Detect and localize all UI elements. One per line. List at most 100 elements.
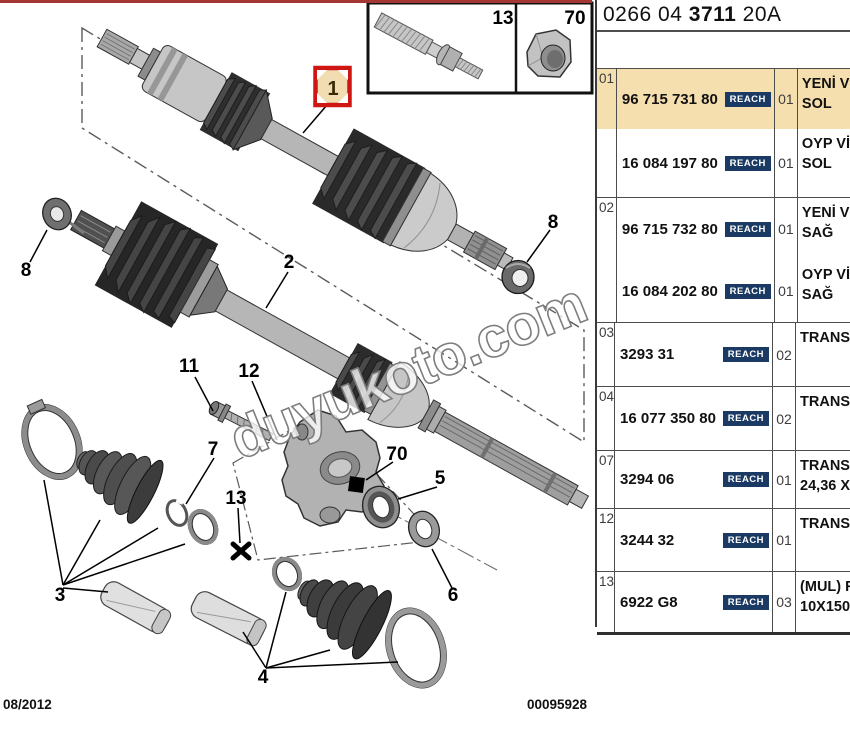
part-number: 3294 06 — [620, 471, 675, 488]
part-row[interactable]: 16 084 197 80 REACH 01 OYP Vİ SOL — [617, 129, 850, 197]
reach-badge[interactable]: REACH — [722, 594, 770, 610]
description-line2: SOL — [801, 156, 832, 172]
part-group-12: 12 3244 32 REACH 01 TRANS — [597, 508, 850, 571]
callout-11[interactable]: 11 — [179, 356, 200, 377]
part-number: 16 077 350 80 — [620, 410, 716, 427]
bolt-11 — [208, 401, 274, 442]
callout-8-right[interactable]: 8 — [548, 212, 559, 233]
reach-badge[interactable]: REACH — [722, 347, 770, 362]
quantity: 01 — [773, 260, 798, 322]
callout-8-left[interactable]: 8 — [21, 260, 32, 281]
description-line1: TRANS — [800, 330, 850, 346]
ref-number: 07 — [597, 451, 616, 508]
leader-lines — [29, 104, 551, 669]
part-row[interactable]: 96 715 732 80 REACH 01 YENİ V SAĞ — [617, 198, 850, 260]
boot-4 — [297, 579, 392, 660]
doc-code-suffix: 20A — [742, 3, 782, 26]
reach-badge[interactable]: REACH — [722, 472, 770, 487]
callout-1-highlight-box[interactable]: 1 — [313, 65, 352, 108]
description-line1: TRANS — [800, 458, 850, 474]
reach-badge[interactable]: REACH — [722, 411, 770, 426]
description-line2: 10X150 — [800, 599, 850, 615]
quantity: 01 — [772, 509, 797, 571]
reach-badge[interactable]: REACH — [724, 283, 771, 299]
doc-code-prefix: 0266 04 — [603, 3, 683, 26]
ref-number: 04 — [597, 387, 616, 450]
callout-2[interactable]: 2 — [284, 252, 295, 273]
quantity: 02 — [772, 387, 797, 450]
ref-number: 13 — [597, 572, 616, 632]
callout-5[interactable]: 5 — [435, 468, 446, 489]
description-line1: TRANS — [800, 394, 850, 410]
drive-shaft-1-drawing — [96, 28, 514, 271]
part-number: 96 715 732 80 — [621, 220, 718, 238]
doc-code-main: 3711 — [688, 3, 737, 26]
description-line1: OYP Vİ — [801, 136, 850, 152]
inset-nut-figure — [526, 29, 572, 78]
part-number: 3293 31 — [620, 346, 675, 363]
grease-sachet-2 — [190, 591, 267, 647]
ref-number: 01 — [597, 69, 617, 197]
reach-badge[interactable]: REACH — [724, 91, 771, 107]
exploded-diagram: 2 3 4 5 6 7 8 8 11 12 13 70 1 — [21, 1, 596, 689]
inset-stud-figure — [373, 12, 484, 80]
description-line2: SAĞ — [801, 225, 834, 241]
ref-number: 03 — [597, 323, 616, 386]
description-line1: (MUL) F — [800, 579, 850, 595]
description-line1: YENİ V — [801, 205, 850, 221]
callout-70[interactable]: 70 — [386, 444, 407, 465]
reach-badge[interactable]: REACH — [724, 155, 771, 171]
quantity: 01 — [773, 129, 798, 197]
callout-7[interactable]: 7 — [208, 439, 219, 460]
clamp-large-4 — [385, 607, 447, 689]
document-code: 0266 04 3711 20A — [603, 3, 782, 27]
ref-number: 02 — [597, 198, 617, 322]
parts-table: 01 96 715 731 80 REACH 01 YENİ V SOL 16 08… — [597, 68, 850, 635]
description-line1: OYP Vİ — [801, 267, 850, 283]
ref-number: 12 — [597, 509, 616, 571]
reach-badge[interactable]: REACH — [724, 221, 771, 237]
callout-3[interactable]: 3 — [55, 585, 66, 606]
watermark: duyukoto.com — [221, 271, 595, 472]
description-line1: TRANS — [800, 516, 850, 532]
description-line1: YENİ V — [801, 76, 850, 92]
nut-8-left — [42, 197, 85, 235]
inset-nut-label: 70 — [564, 8, 585, 29]
part-number: 16 084 197 80 — [621, 154, 718, 172]
part-number: 96 715 731 80 — [621, 90, 718, 108]
part-number: 3244 32 — [620, 531, 675, 549]
description-line2: SOL — [801, 96, 832, 112]
description-line2: 24,36 X — [800, 478, 850, 494]
callout-1: 1 — [327, 78, 338, 100]
grease-sachet-1 — [100, 581, 172, 635]
reach-badge[interactable]: REACH — [722, 532, 770, 548]
clamp-small-4 — [271, 556, 303, 592]
boot-3 — [76, 450, 164, 524]
callout-13[interactable]: 13 — [225, 488, 246, 509]
revision-date: 08/2012 — [3, 697, 52, 712]
top-red-line — [0, 0, 592, 3]
quantity: 01 — [773, 198, 798, 260]
dash-dot-frame-bracket — [232, 412, 440, 561]
document-number: 00095928 — [527, 697, 588, 712]
bearing-ring-5 — [361, 485, 401, 529]
quantity: 03 — [772, 572, 797, 632]
callout-4[interactable]: 4 — [258, 667, 269, 688]
description-line2: SAĞ — [801, 287, 834, 303]
snap-ring-7 — [165, 497, 189, 527]
callout-12[interactable]: 12 — [238, 361, 259, 382]
part-row[interactable]: 3244 32 REACH 01 TRANS — [615, 509, 850, 571]
callout-6[interactable]: 6 — [448, 585, 459, 606]
square-marker-70 — [347, 476, 365, 494]
part-row[interactable]: 16 077 350 80 REACH 02 TRANS — [615, 387, 850, 450]
